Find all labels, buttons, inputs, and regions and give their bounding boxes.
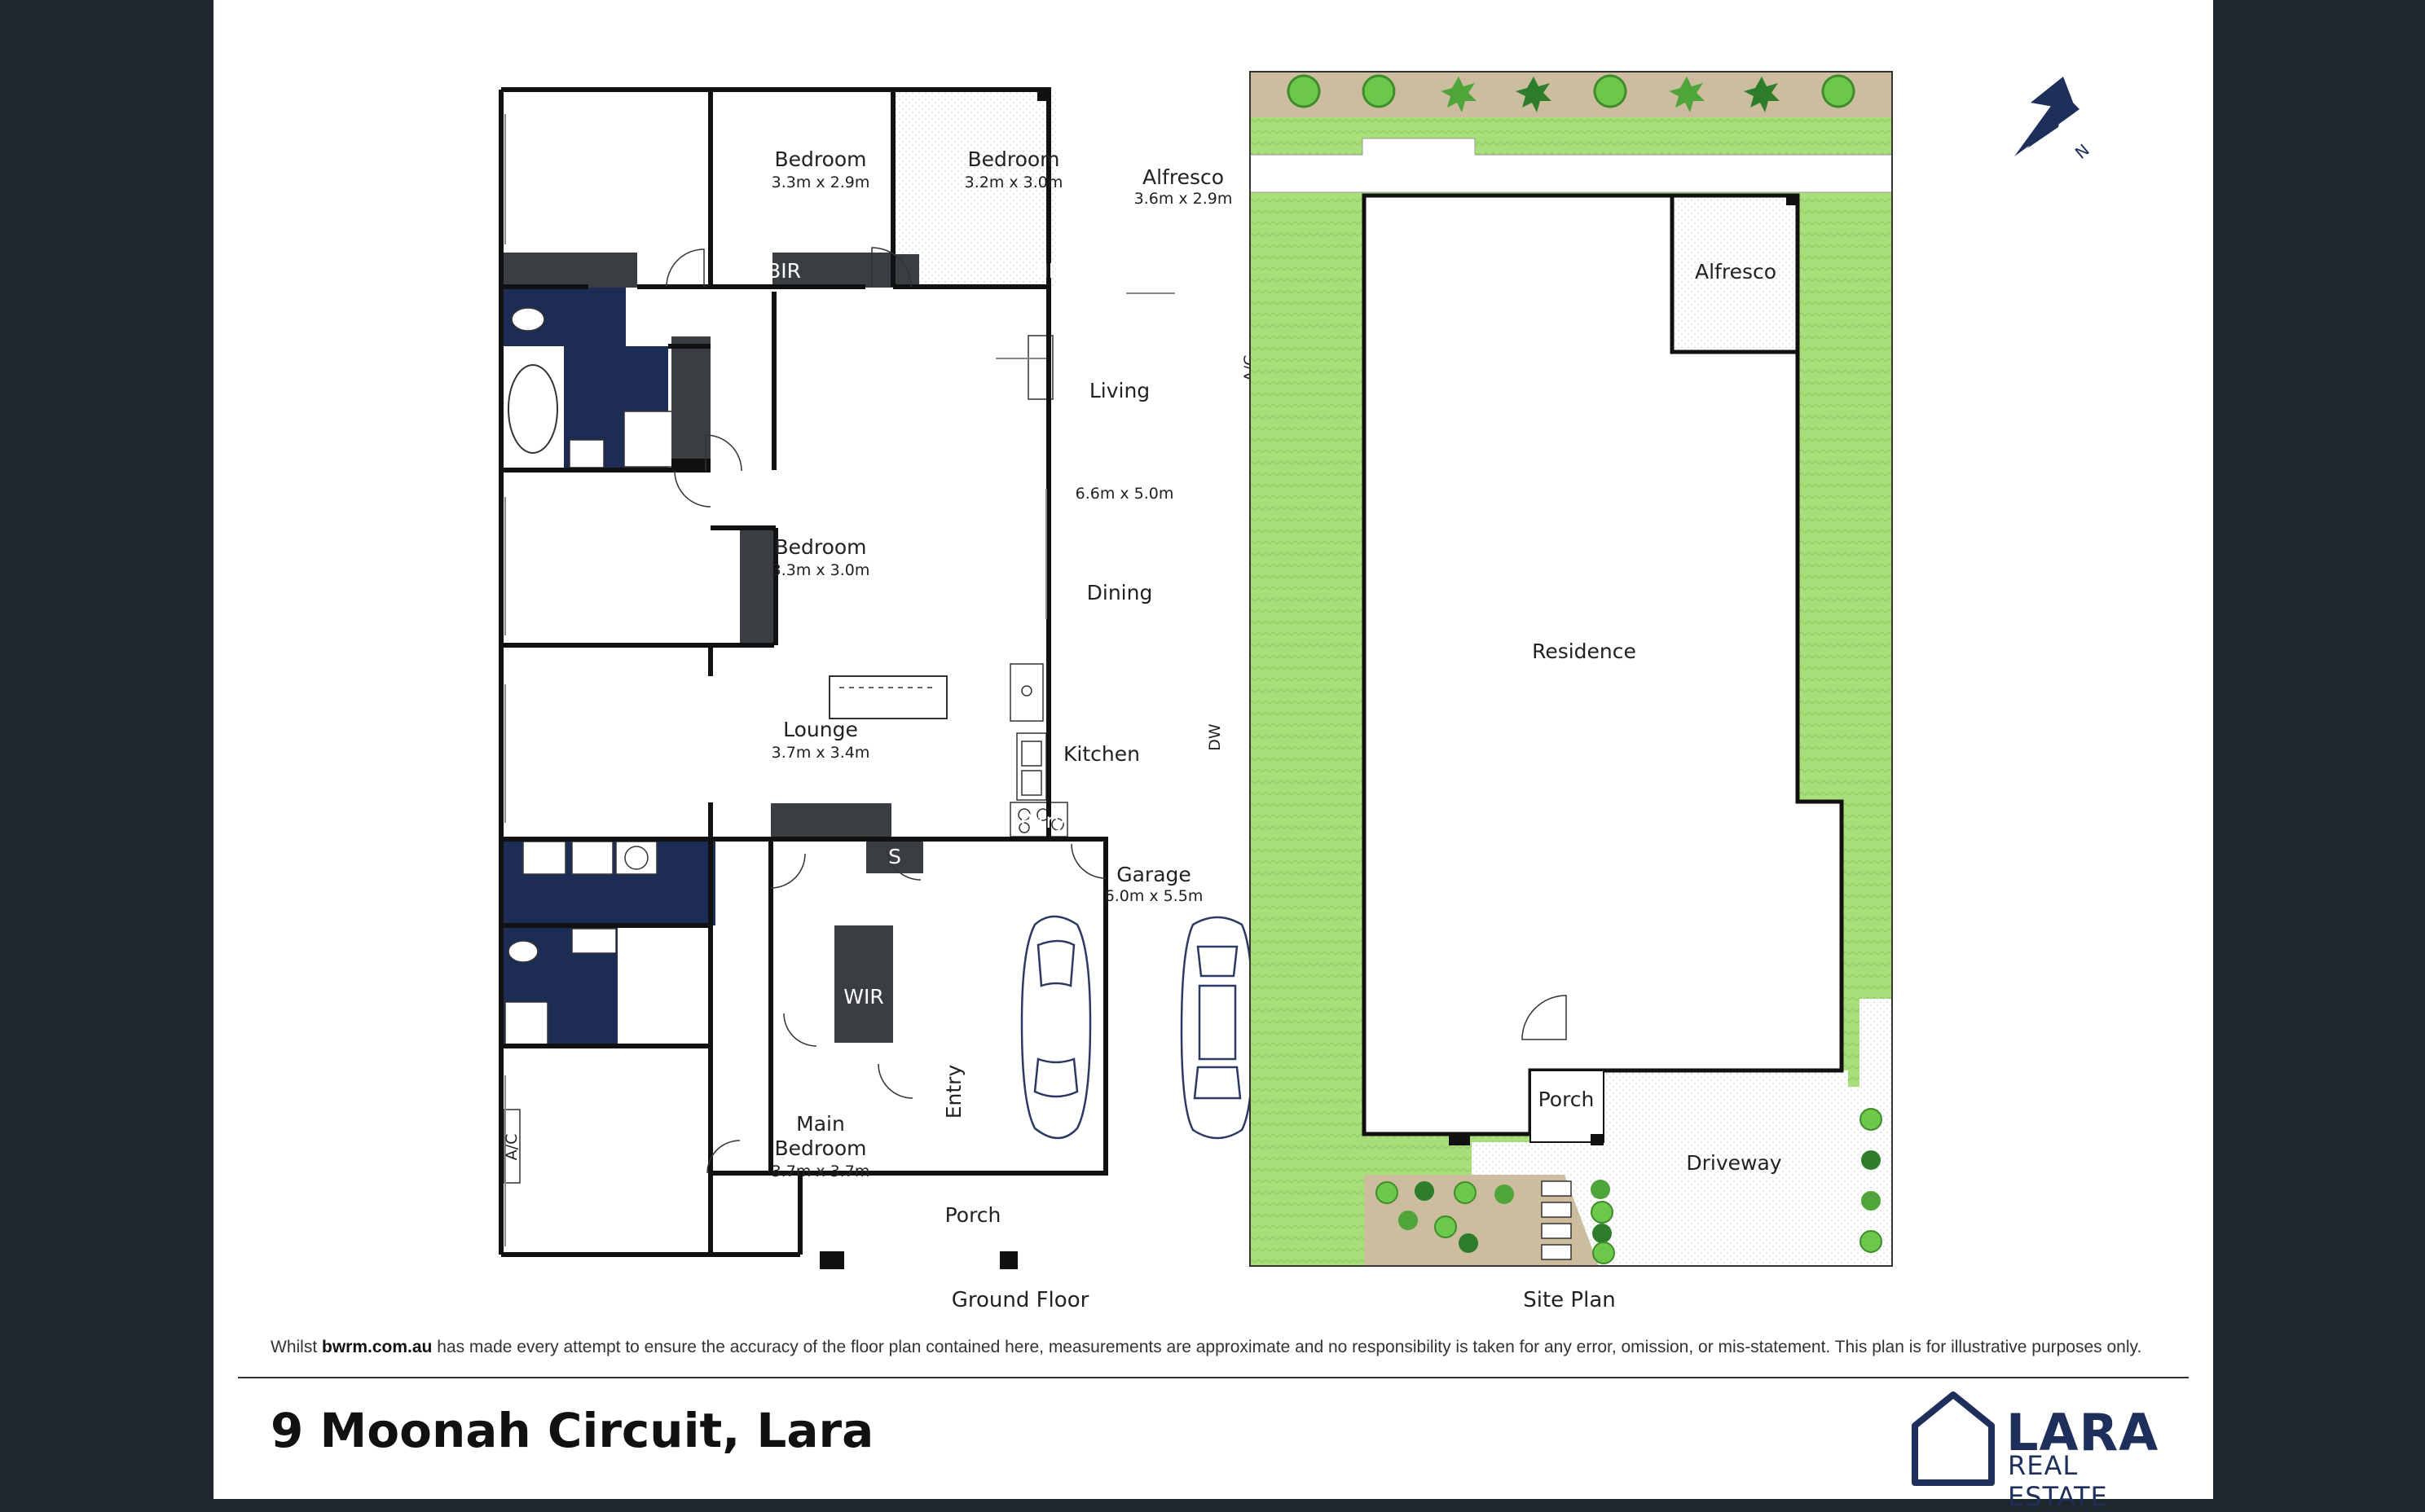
room-name-bedroom-1: Bedroom xyxy=(774,147,866,171)
room-name-dining: Dining xyxy=(1087,581,1153,604)
pantry-block xyxy=(771,803,891,837)
room-name-bedroom-2: Bedroom xyxy=(967,147,1059,171)
house-outline-icon xyxy=(1912,1391,1995,1486)
alfresco-post xyxy=(1037,90,1049,101)
car-sedan-icon xyxy=(1020,915,1092,1140)
room-name-lounge: Lounge xyxy=(783,718,858,741)
disclaimer: Whilst bwrm.com.au has made every attemp… xyxy=(271,1338,2169,1357)
site-plan: Alfresco Residence Porch Driveway Site P… xyxy=(1249,71,1893,1312)
rear-path xyxy=(1249,138,1893,193)
label-store: S xyxy=(888,845,901,868)
site-boundary xyxy=(1249,71,1893,1267)
bir-block-bedroom-2 xyxy=(772,253,893,288)
porch-post-right xyxy=(1000,1251,1018,1269)
shrub-icons xyxy=(1287,74,1882,1264)
room-size-bedroom-3: 3.3m x 3.0m xyxy=(772,561,870,579)
site-label-alfresco: Alfresco xyxy=(1695,260,1776,284)
car-suv-icon xyxy=(1180,916,1255,1140)
front-steps xyxy=(1541,1180,1572,1260)
site-label-residence: Residence xyxy=(1532,640,1636,663)
ensuite-shower xyxy=(504,1001,548,1045)
room-size-bedroom-1: 3.3m x 2.9m xyxy=(772,174,870,191)
label-bir-3: BIR xyxy=(958,569,982,604)
site-gate-swing xyxy=(1521,995,1567,1040)
north-label: N xyxy=(2071,140,2093,163)
site-label-driveway: Driveway xyxy=(1686,1151,1781,1175)
ensuite-basin xyxy=(571,928,617,954)
room-size-main-bedroom: 3.7m x 3.7m xyxy=(772,1163,870,1180)
bir-block-bedroom-3 xyxy=(740,528,776,644)
brand-tagline: REAL ESTATE xyxy=(2008,1450,2108,1512)
property-address: 9 Moonah Circuit, Lara xyxy=(271,1403,874,1458)
disclaimer-site: bwrm.com.au xyxy=(322,1338,433,1356)
ground-floor: Bedroom 3.3m x 2.9m Bedroom 3.2m x 3.0m … xyxy=(499,87,1259,1312)
washer xyxy=(571,841,614,875)
windows xyxy=(504,114,1175,1246)
bath-tub-outline xyxy=(508,364,558,454)
room-size-alfresco: 3.6m x 2.9m xyxy=(1134,190,1233,208)
alfresco-floor xyxy=(893,90,1056,288)
room-name-garage: Garage xyxy=(1116,863,1191,886)
room-name-main-bedroom-line1: Main xyxy=(796,1112,845,1136)
shower-base xyxy=(623,411,676,468)
label-bir-2: BIR xyxy=(1028,259,1063,283)
label-pantry: P'try xyxy=(1020,809,1067,833)
label-lin: LIN xyxy=(898,381,922,414)
site-label-porch: Porch xyxy=(1538,1088,1595,1111)
driveway-surface xyxy=(1472,1070,1848,1266)
brand-logo: LARA REAL ESTATE xyxy=(1908,1387,2185,1512)
north-arrow-icon: N xyxy=(2014,77,2093,163)
linen-block xyxy=(671,336,711,459)
room-size-bedroom-2: 3.2m x 3.0m xyxy=(965,174,1063,191)
label-bir-1: BIR xyxy=(767,259,801,283)
floor-plan-drawing: Bedroom 3.3m x 2.9m Bedroom 3.2m x 3.0m … xyxy=(499,71,2093,1312)
vanity-basin xyxy=(569,439,605,468)
room-size-garage: 6.0m x 5.5m xyxy=(1105,887,1204,905)
walls xyxy=(499,87,1108,1257)
rear-garden-bed xyxy=(1250,72,1892,117)
site-plan-caption: Site Plan xyxy=(1523,1288,1616,1312)
kitchen-island xyxy=(829,675,948,719)
room-name-entry: Entry xyxy=(942,1065,966,1119)
bir-block-bedroom-1 xyxy=(504,253,637,288)
ground-floor-caption: Ground Floor xyxy=(952,1288,1089,1312)
porch-post-left xyxy=(820,1251,844,1269)
room-size-lounge: 3.7m x 3.4m xyxy=(772,744,870,762)
room-name-laundry: L'dry xyxy=(791,889,842,912)
room-name-bedroom-3: Bedroom xyxy=(774,535,866,559)
label-wir: WIR xyxy=(843,985,883,1009)
toilet-icon xyxy=(511,307,545,332)
dryer-drum xyxy=(624,846,649,870)
ensuite-toilet-icon xyxy=(508,940,539,963)
room-name-porch: Porch xyxy=(945,1203,1001,1227)
fridge-space xyxy=(1010,663,1044,722)
plan-sheet: Bedroom 3.3m x 2.9m Bedroom 3.2m x 3.0m … xyxy=(213,0,2213,1512)
label-dw: DW xyxy=(1206,723,1224,751)
room-name-kitchen: Kitchen xyxy=(1063,742,1140,766)
site-alfresco xyxy=(1670,193,1800,354)
room-name-living: Living xyxy=(1089,379,1150,402)
brand-name: LARA xyxy=(2006,1403,2159,1462)
laundry-tub xyxy=(522,841,566,875)
wir-block xyxy=(834,925,893,1043)
room-size-living: 6.6m x 5.0m xyxy=(1076,485,1174,503)
label-ac-main-bedroom: A/C xyxy=(503,1134,521,1161)
disclaimer-post: has made every attempt to ensure the acc… xyxy=(432,1338,2142,1356)
door-swings xyxy=(666,247,1107,1174)
room-name-main-bedroom-line2: Bedroom xyxy=(774,1136,866,1160)
room-name-alfresco: Alfresco xyxy=(1142,165,1224,189)
disclaimer-pre: Whilst xyxy=(271,1338,322,1356)
bath-tub xyxy=(505,346,564,468)
footer-divider xyxy=(238,1377,2189,1378)
site-porch xyxy=(1529,1070,1604,1143)
